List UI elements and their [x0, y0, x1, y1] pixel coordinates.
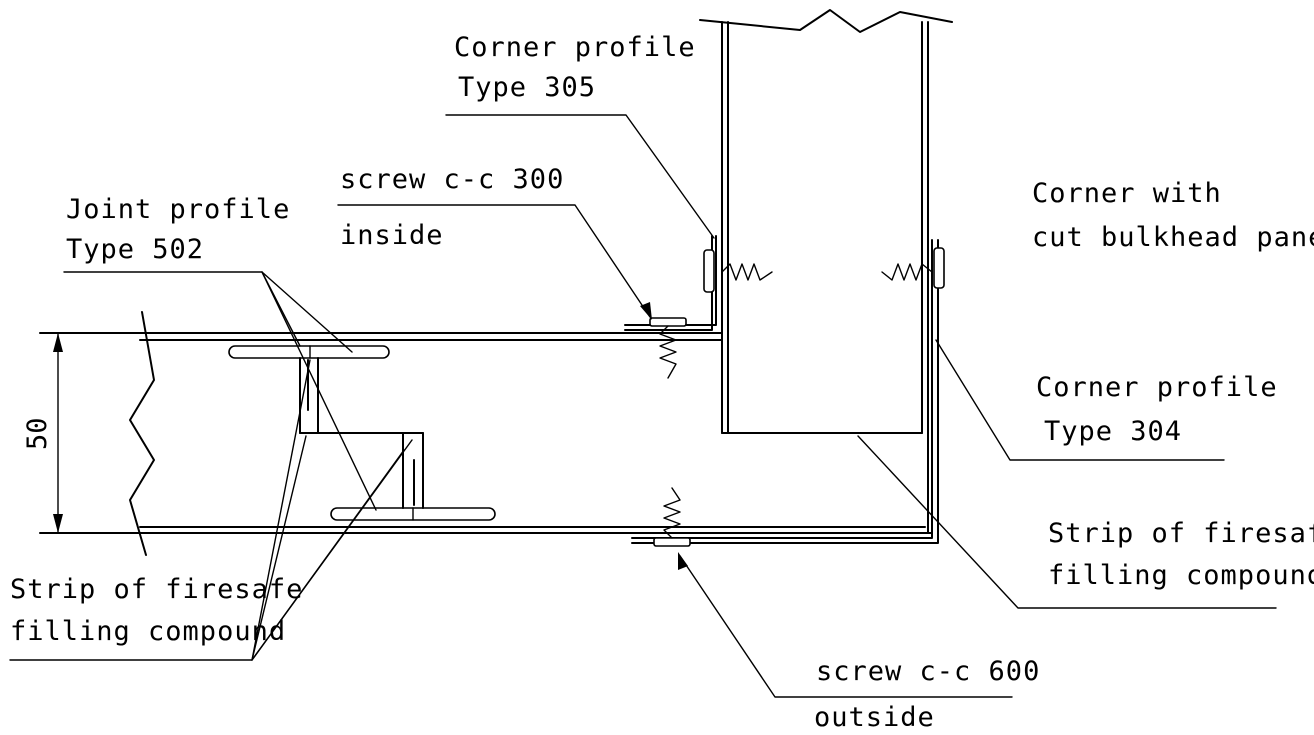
vertical-panel [699, 9, 953, 534]
label-screw-600-line2: outside [814, 702, 935, 733]
label-screw-600-line1: screw c-c 600 [816, 656, 1041, 687]
label-corner-profile-305-line1: Corner profile [454, 32, 696, 63]
label-corner-profile-305-line2: Type 305 [458, 72, 597, 103]
leader-lines [9, 114, 1277, 698]
screw-left-horizontal [721, 263, 773, 281]
horizontal-panel [39, 311, 933, 556]
label-corner-with-line2: cut bulkhead panel [1032, 222, 1314, 253]
label-strip-left-line1: Strip of firesafe [10, 574, 304, 605]
label-corner-profile-304-line1: Corner profile [1036, 372, 1278, 403]
break-line [129, 311, 155, 556]
label-corner-with-line1: Corner with [1032, 178, 1222, 209]
screw-outside-vertical [653, 487, 691, 547]
label-screw-300-line2: inside [340, 220, 444, 251]
label-corner-profile-304-line2: Type 304 [1044, 416, 1183, 447]
label-screw-300-line1: screw c-c 300 [340, 164, 565, 195]
label-strip-right-line1: Strip of firesafe [1048, 518, 1314, 549]
screw-right-horizontal [881, 263, 933, 281]
top-break-line [699, 9, 953, 33]
dimension-value: 50 [22, 417, 53, 450]
screw-inside-vertical [649, 317, 687, 379]
corner-profile-305 [624, 235, 717, 331]
corner-profile-304 [631, 239, 945, 544]
label-strip-left-line2: filling compound [10, 616, 287, 647]
label-strip-right-line2: filling compound [1048, 560, 1314, 591]
dimension-50 [53, 332, 63, 534]
label-joint-profile-line1: Joint profile [66, 194, 291, 225]
label-joint-profile-line2: Type 502 [66, 234, 205, 265]
joint-profile-502 [228, 345, 496, 521]
